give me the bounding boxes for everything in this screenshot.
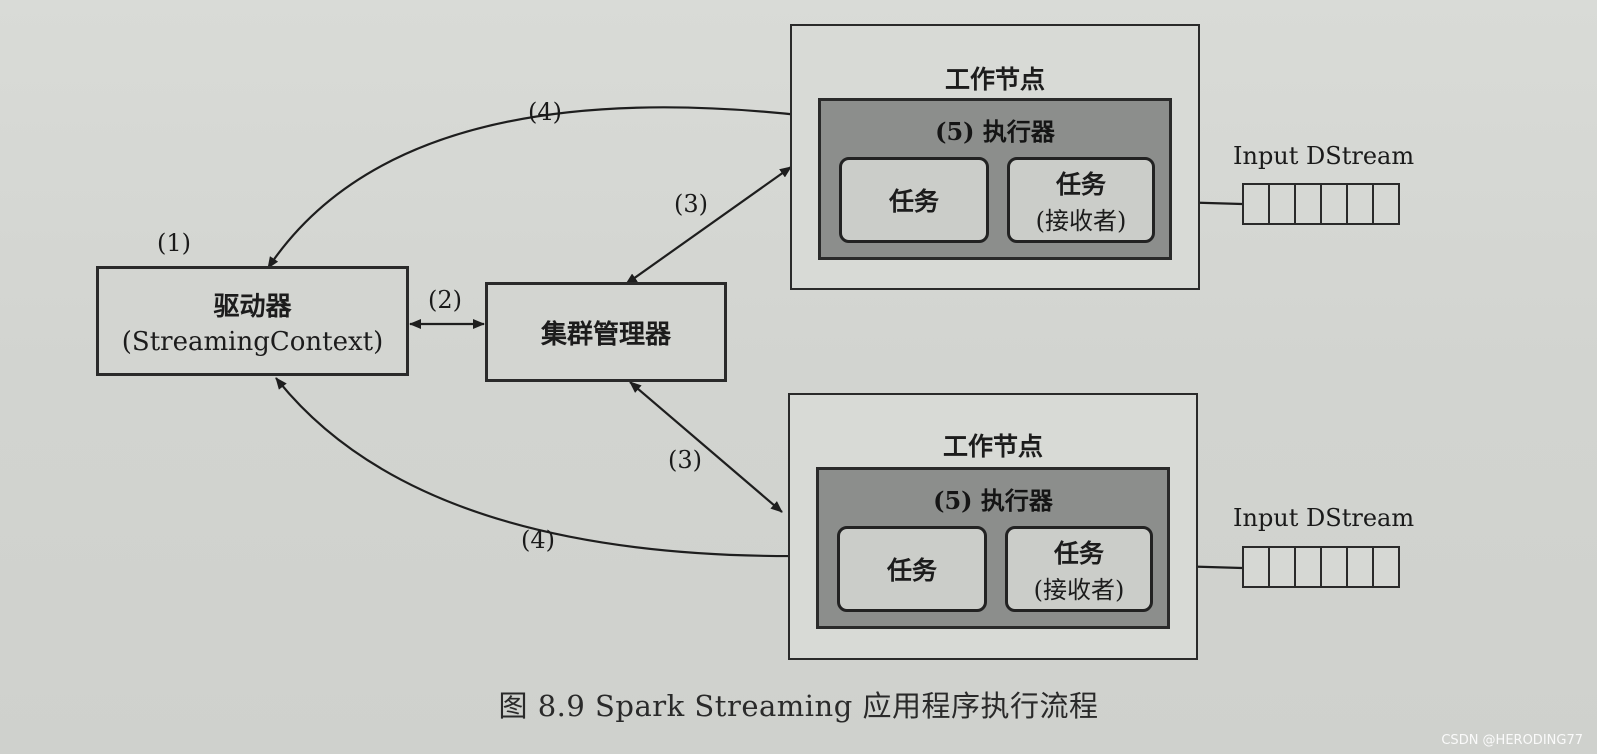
receiver-task-box: 任务 (接收者) bbox=[1007, 157, 1155, 243]
driver-context: (StreamingContext) bbox=[121, 326, 384, 357]
step-label-4-bottom: (4) bbox=[521, 526, 555, 554]
queue-cell bbox=[1374, 548, 1398, 586]
input-dstream-label: Input DStream bbox=[1233, 142, 1415, 170]
queue-cell bbox=[1296, 185, 1322, 223]
step-label-3-top: (3) bbox=[674, 190, 708, 218]
task-label: 任务 bbox=[886, 556, 937, 585]
queue-cell bbox=[1244, 548, 1270, 586]
figure-caption: 图 8.9 Spark Streaming 应用程序执行流程 bbox=[498, 689, 1099, 723]
receiver-label: (接收者) bbox=[1035, 206, 1127, 235]
worker-node-title: 工作节点 bbox=[942, 432, 1043, 461]
queue-cell bbox=[1348, 185, 1374, 223]
queue-cell bbox=[1374, 185, 1398, 223]
task-label: 任务 bbox=[888, 187, 939, 216]
queue-cell bbox=[1296, 548, 1322, 586]
task-box: 任务 bbox=[839, 157, 989, 243]
executor-label: (5) 执行器 bbox=[933, 486, 1053, 515]
task-label: 任务 bbox=[1055, 169, 1106, 199]
task-box: 任务 bbox=[837, 526, 987, 612]
step-label-3-bottom: (3) bbox=[668, 446, 702, 474]
driver-label: 驱动器 bbox=[213, 291, 292, 322]
step-label-2: (2) bbox=[428, 286, 462, 314]
arrow-3-top bbox=[625, 166, 792, 285]
cluster-manager-label: 集群管理器 bbox=[540, 319, 671, 350]
executor-box: (5) 执行器 任务 任务 (接收者) bbox=[816, 467, 1170, 629]
queue-cell bbox=[1244, 185, 1270, 223]
driver-box: 驱动器 (StreamingContext) bbox=[96, 266, 409, 376]
input-dstream-label: Input DStream bbox=[1233, 504, 1415, 532]
worker-node-title: 工作节点 bbox=[944, 65, 1045, 94]
queue-cell bbox=[1322, 548, 1348, 586]
arrow-4-bottom bbox=[275, 377, 809, 562]
receiver-task-box: 任务 (接收者) bbox=[1005, 526, 1153, 612]
queue-cell bbox=[1270, 185, 1296, 223]
worker-node-2: 工作节点 (5) 执行器 任务 任务 (接收者) bbox=[788, 393, 1198, 660]
executor-label: (5) 执行器 bbox=[935, 117, 1055, 146]
queue-cell bbox=[1348, 548, 1374, 586]
cluster-manager-box: 集群管理器 bbox=[485, 282, 727, 382]
queue-cell bbox=[1270, 548, 1296, 586]
worker-node-1: 工作节点 (5) 执行器 任务 任务 (接收者) bbox=[790, 24, 1200, 290]
queue-cell bbox=[1322, 185, 1348, 223]
step-label-1: (1) bbox=[157, 229, 191, 257]
arrow-3-bottom bbox=[629, 381, 783, 513]
watermark: CSDN @HERODING77 bbox=[1441, 733, 1583, 748]
task-label: 任务 bbox=[1053, 538, 1104, 568]
input-dstream-queue bbox=[1242, 546, 1400, 588]
input-dstream-queue bbox=[1242, 183, 1400, 225]
receiver-label: (接收者) bbox=[1033, 575, 1125, 604]
arrow-4-top bbox=[267, 106, 809, 269]
step-label-4-top: (4) bbox=[528, 98, 562, 126]
executor-box: (5) 执行器 任务 任务 (接收者) bbox=[818, 98, 1172, 260]
